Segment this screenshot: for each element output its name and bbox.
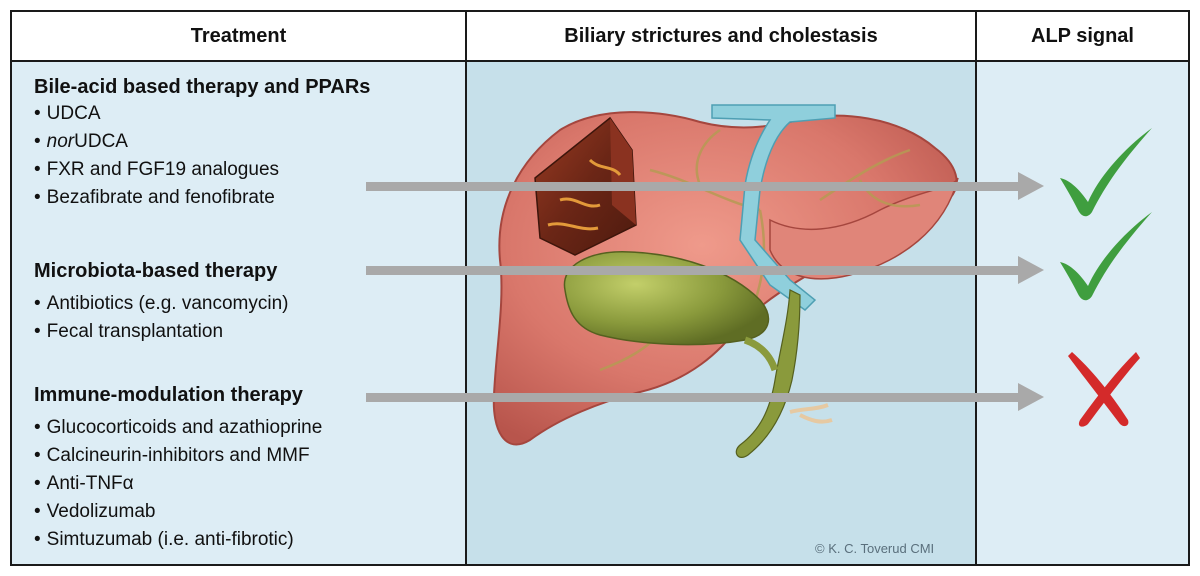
group-title-microbiota: Microbiota-based therapy [34, 260, 278, 282]
bullet: • [34, 159, 41, 180]
list-item: •FXR and FGF19 analogues [34, 156, 279, 184]
bullet: • [34, 501, 41, 522]
item-text: Calcineurin-inhibitors and MMF [46, 445, 310, 466]
item-text: Simtuzumab (i.e. anti-fibrotic) [46, 529, 294, 550]
item-italic-prefix: nor [46, 131, 75, 152]
item-text: Vedolizumab [46, 501, 156, 522]
arrow-immune [366, 383, 1044, 411]
list-item: •Glucocorticoids and azathioprine [34, 414, 322, 442]
treatment-panel [10, 60, 465, 566]
bullet: • [34, 131, 41, 152]
group-title-bile-acid: Bile-acid based therapy and PPARs [34, 76, 371, 98]
list-item: •Anti-TNFα [34, 470, 322, 498]
bullet: • [34, 293, 41, 314]
liver-illustration [492, 104, 959, 458]
header-biliary: Biliary strictures and cholestasis [465, 10, 977, 62]
bullet: • [34, 103, 41, 124]
header-alp-signal: ALP signal [975, 10, 1190, 62]
group-title-immune: Immune-modulation therapy [34, 384, 303, 406]
item-text: Glucocorticoids and azathioprine [46, 417, 323, 438]
list-item: •Fecal transplantation [34, 318, 288, 346]
bullet: • [34, 473, 41, 494]
bullet: • [34, 417, 41, 438]
item-text: FXR and FGF19 analogues [46, 159, 280, 180]
item-text: Fecal transplantation [46, 321, 224, 342]
check-icon [1060, 128, 1152, 217]
item-text: UDCA [46, 103, 101, 124]
bullet: • [34, 445, 41, 466]
bullet: • [34, 321, 41, 342]
bullet: • [34, 187, 41, 208]
copyright-credit: © K. C. Toverud CMI [815, 541, 935, 556]
item-text: Anti-TNFα [46, 473, 134, 494]
group-items-bile-acid: •UDCA •norUDCA •FXR and FGF19 analogues … [34, 100, 279, 212]
item-text: Antibiotics (e.g. vancomycin) [46, 293, 289, 314]
item-text: UDCA [74, 131, 128, 152]
alp-panel [975, 60, 1190, 566]
list-item: •Bezafibrate and fenofibrate [34, 184, 279, 212]
group-items-microbiota: •Antibiotics (e.g. vancomycin) •Fecal tr… [34, 290, 288, 346]
cross-icon [1068, 352, 1140, 427]
header-treatment: Treatment [10, 10, 467, 62]
list-item: •norUDCA [34, 128, 279, 156]
check-icon [1060, 212, 1152, 301]
item-text: Bezafibrate and fenofibrate [46, 187, 275, 208]
list-item: •Calcineurin-inhibitors and MMF [34, 442, 322, 470]
list-item: •Simtuzumab (i.e. anti-fibrotic) [34, 526, 322, 554]
list-item: •Antibiotics (e.g. vancomycin) [34, 290, 288, 318]
list-item: •UDCA [34, 100, 279, 128]
arrow-microbiota [366, 256, 1044, 284]
group-items-immune: •Glucocorticoids and azathioprine •Calci… [34, 414, 322, 554]
bullet: • [34, 529, 41, 550]
arrow-bile-acid [366, 172, 1044, 200]
list-item: •Vedolizumab [34, 498, 322, 526]
